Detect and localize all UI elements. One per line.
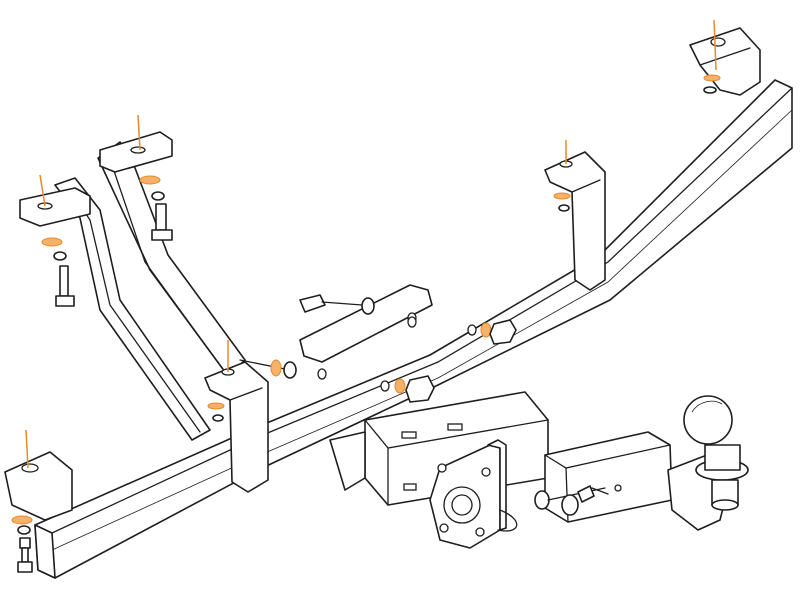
center-left-bracket xyxy=(204,340,269,493)
main-crossbar xyxy=(34,79,793,579)
upper-center-bracket xyxy=(99,114,173,173)
tow-ball xyxy=(683,395,749,511)
socket-plate xyxy=(429,439,518,549)
ball-mount xyxy=(544,431,731,531)
left-mounting-arm xyxy=(54,141,246,441)
bolts-and-washers xyxy=(11,74,721,573)
pin-and-clip xyxy=(534,485,609,516)
right-mounting-bracket xyxy=(689,19,761,96)
lower-left-bracket xyxy=(4,429,73,521)
center-right-bracket xyxy=(544,140,606,291)
left-top-bracket xyxy=(19,174,91,227)
